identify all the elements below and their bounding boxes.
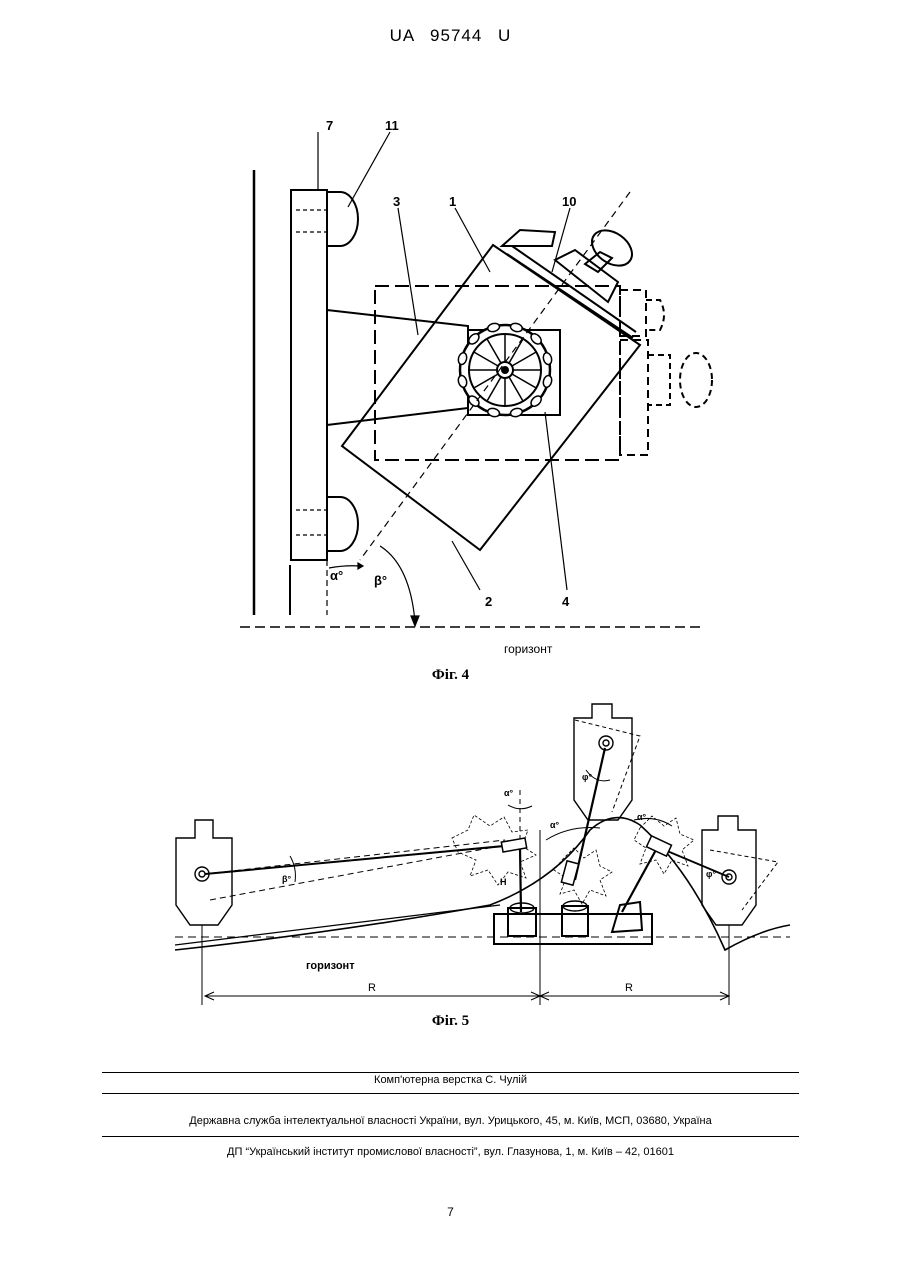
footer-rule-3 bbox=[102, 1136, 799, 1137]
figure-4-drawing: 7 11 3 1 10 2 4 α° β° горизонт bbox=[0, 110, 901, 670]
agency-address: Державна служба інтелектуальної власност… bbox=[0, 1115, 901, 1127]
figure-5-drawing: α° α° α° β° φ° φ° H R R горизонт bbox=[0, 700, 901, 1020]
label-phi-1: φ° bbox=[582, 772, 592, 782]
label-alpha-3: α° bbox=[637, 812, 647, 822]
label-phi-2: φ° bbox=[706, 869, 716, 879]
label-alpha-2: α° bbox=[550, 820, 560, 830]
label-11: 11 bbox=[385, 118, 399, 133]
label-alpha: α° bbox=[330, 568, 343, 583]
layout-credit: Комп'ютерна верстка С. Чулій bbox=[0, 1074, 901, 1086]
label-10: 10 bbox=[562, 194, 576, 209]
label-3: 3 bbox=[393, 194, 400, 209]
document-number: UA 95744 U bbox=[0, 26, 901, 46]
label-alpha-1: α° bbox=[504, 788, 514, 798]
label-beta: β° bbox=[282, 874, 291, 884]
label-4: 4 bbox=[562, 594, 570, 609]
page-number: 7 bbox=[0, 1205, 901, 1219]
horizon-label-fig5: горизонт bbox=[306, 960, 355, 972]
footer-rule-1 bbox=[102, 1072, 799, 1073]
institute-address: ДП “Український інститут промислової вла… bbox=[0, 1146, 901, 1158]
figure-4-caption: Фіг. 4 bbox=[0, 667, 901, 684]
label-7: 7 bbox=[326, 118, 333, 133]
label-2: 2 bbox=[485, 594, 492, 609]
footer-rule-2 bbox=[102, 1093, 799, 1094]
label-1: 1 bbox=[449, 194, 456, 209]
label-h: H bbox=[500, 877, 507, 887]
label-r-1: R bbox=[368, 982, 376, 994]
figure-5-caption: Фіг. 5 bbox=[0, 1013, 901, 1030]
horizon-label-fig4: горизонт bbox=[504, 642, 553, 656]
label-r-2: R bbox=[625, 982, 633, 994]
label-beta: β° bbox=[374, 573, 387, 588]
